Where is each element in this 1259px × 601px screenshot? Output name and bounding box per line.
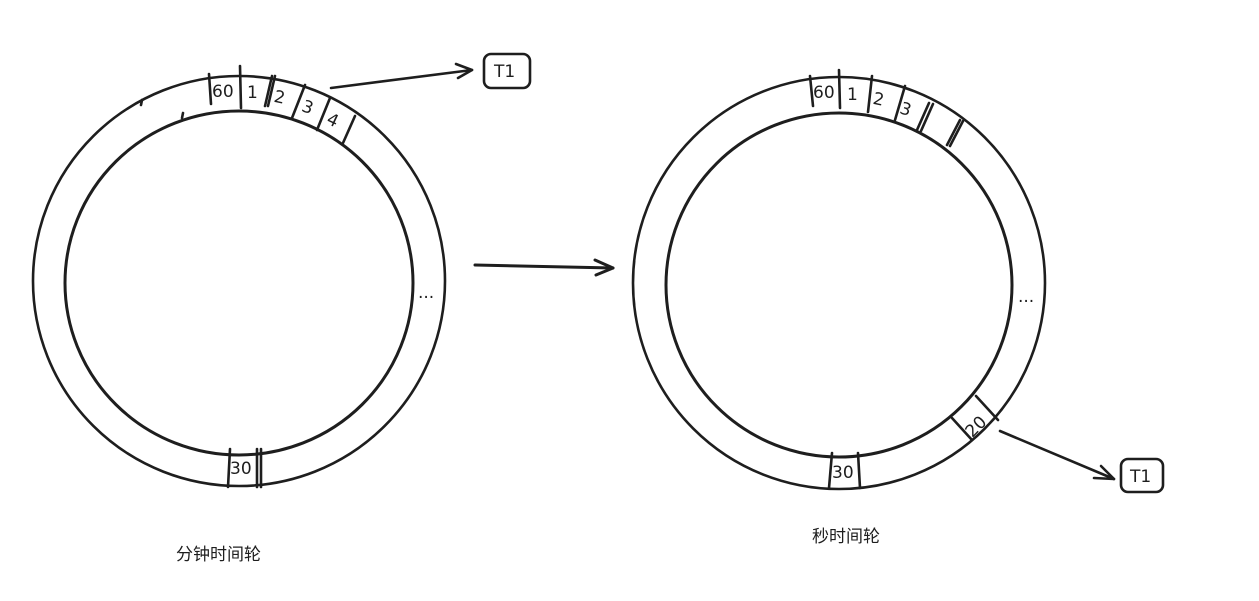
second-wheel-task-box[interactable]: T1	[1119, 457, 1165, 494]
second-wheel-task-arrow	[998, 429, 1116, 481]
minute-wheel-slot-dividers	[139, 64, 357, 489]
minute-slot-1: 1	[247, 83, 258, 103]
second-slot-20: 20	[962, 412, 991, 441]
second-wheel: 60 1 2 3 30 20 ... T1	[631, 68, 1165, 494]
second-wheel-slot-dividers	[808, 68, 1000, 490]
minute-wheel: 60 1 2 3 4 30 ... T1	[31, 52, 532, 489]
minute-wheel-caption: 分钟时间轮	[176, 545, 261, 565]
minute-wheel-task-box[interactable]: T1	[482, 52, 532, 90]
minute-slot-60: 60	[212, 82, 234, 102]
minute-slot-4: 4	[323, 109, 341, 132]
second-slot-1: 1	[847, 85, 858, 105]
minute-task-label: T1	[493, 62, 515, 82]
minute-wheel-outer-ring	[31, 74, 447, 488]
minute-slot-2: 2	[272, 87, 287, 109]
minute-slot-30: 30	[230, 459, 252, 479]
second-task-label: T1	[1129, 467, 1151, 487]
second-slot-30: 30	[832, 463, 854, 483]
second-wheel-inner-ring	[664, 111, 1014, 459]
second-slot-2: 2	[871, 89, 886, 111]
second-slot-60: 60	[813, 83, 835, 103]
minute-slot-3: 3	[299, 97, 316, 119]
minute-wheel-inner-ring	[63, 109, 415, 457]
second-wheel-ellipsis: ...	[1018, 287, 1034, 307]
minute-wheel-ellipsis: ...	[418, 283, 434, 303]
transition-arrow	[473, 258, 615, 277]
second-wheel-caption: 秒时间轮	[812, 527, 880, 547]
minute-wheel-task-arrow	[329, 62, 474, 90]
